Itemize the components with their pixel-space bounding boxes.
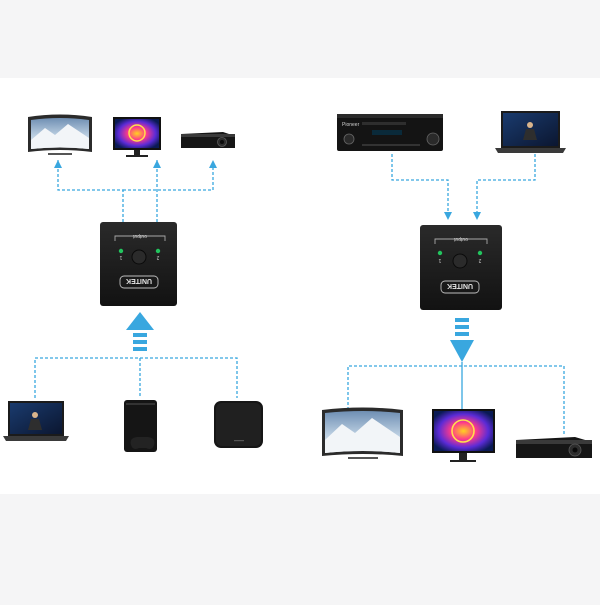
av-receiver-icon: Pioneer xyxy=(337,114,443,151)
receiver-brand: Pioneer xyxy=(342,122,360,128)
port-2-led xyxy=(156,249,160,253)
projector-icon xyxy=(181,132,235,148)
port-1-led xyxy=(438,251,442,255)
port-2-led xyxy=(478,251,482,255)
projector-icon xyxy=(516,437,592,458)
media-box-icon xyxy=(214,401,263,448)
switch-port-label: output xyxy=(132,233,147,239)
port-2-label: 2 xyxy=(478,257,481,263)
left-switch-box: output 1 2 UNITEK xyxy=(100,222,177,306)
brand-logo: UNITEK xyxy=(126,277,152,284)
tv-icon xyxy=(28,115,92,156)
game-console-icon xyxy=(124,400,157,452)
tv-icon xyxy=(322,408,403,460)
laptop-icon xyxy=(3,401,69,441)
port-2-label: 2 xyxy=(156,254,159,260)
selector-button[interactable] xyxy=(453,254,467,268)
brand-logo: UNITEK xyxy=(447,282,473,289)
selector-button[interactable] xyxy=(132,250,146,264)
port-1-label: 1 xyxy=(438,257,441,263)
switch-port-label: output xyxy=(453,236,468,242)
right-switch-box: output 1 2 UNITEK xyxy=(420,225,502,310)
port-1-label: 1 xyxy=(119,254,122,260)
port-1-led xyxy=(119,249,123,253)
laptop-icon xyxy=(495,111,566,153)
